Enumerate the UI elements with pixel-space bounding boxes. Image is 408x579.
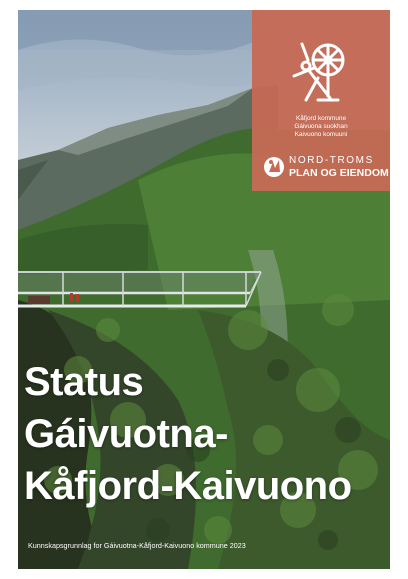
partner-logo: NORD-TROMS PLAN OG EIENDOM <box>263 150 389 184</box>
municipality-line-sami: Gáivuona suokhan <box>294 123 348 130</box>
title-line-2: Gáivuotna- <box>24 412 228 456</box>
partner-name-top: NORD-TROMS <box>289 155 374 166</box>
report-cover <box>18 10 390 569</box>
municipality-line-norwegian: Kåfjord kommune <box>295 115 347 122</box>
municipality-name: Kåfjord kommune Gáivuona suokhan Kaivuon… <box>252 115 390 139</box>
report-title: Status Gáivuotna- Kåfjord-Kaivuono <box>24 356 352 512</box>
title-line-1: Status <box>24 360 144 404</box>
title-line-3: Kåfjord-Kaivuono <box>24 464 352 508</box>
partner-name-bottom: PLAN OG EIENDOM <box>289 167 389 179</box>
nord-troms-logo-icon <box>264 157 284 177</box>
report-subtitle: Kunnskapsgrunnlag for Gáivuotna-Kåfjord-… <box>28 541 246 550</box>
viewing-platform <box>18 271 262 308</box>
spinning-wheel-icon <box>292 42 345 102</box>
municipality-line-kven: Kaivuono komuuni <box>294 131 348 138</box>
